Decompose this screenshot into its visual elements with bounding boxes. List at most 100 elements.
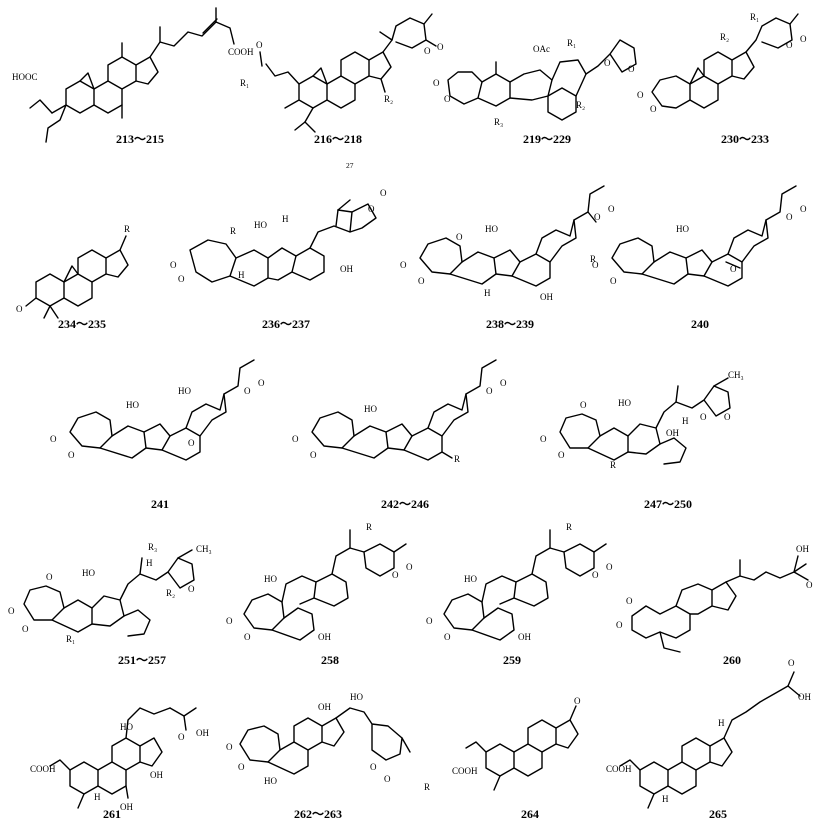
atom-label: OH [796, 544, 809, 554]
atom-label: HO [82, 568, 95, 578]
atom-label: O [238, 762, 245, 772]
atom-label: O [616, 620, 623, 630]
atom-label: R [610, 460, 616, 470]
compound-label: 251～257 [118, 653, 166, 667]
atom-label: O [604, 58, 611, 68]
compound-265: H OH O COOH H 265 [606, 658, 811, 821]
atom-label: O [580, 400, 587, 410]
atom-label: O [310, 450, 317, 460]
compound-label: 219～229 [523, 132, 571, 146]
atom-label: O [8, 606, 15, 616]
compound-label: 240 [691, 317, 709, 331]
atom-label: O [637, 90, 644, 100]
atom-label: R₂ [720, 32, 729, 42]
atom-label: HO [264, 574, 277, 584]
atom-label: O [433, 78, 440, 88]
compound-label: 238～239 [486, 317, 534, 331]
compound-251-257: HO O O O O R₁ R₂ R₃ H CH₃ 251～257 [8, 542, 212, 667]
atom-label: OH [798, 692, 811, 702]
atom-label: H [682, 416, 689, 426]
atom-label: O [392, 570, 399, 580]
compound-213-215: HOOC COOH 213～215 [12, 7, 254, 146]
compound-236-237: 27 R HO O O O O H H OH 236～237 [170, 161, 387, 331]
compound-234-235: R O 234～235 [16, 224, 130, 331]
atom-label: O [244, 386, 251, 396]
atom-label: O [592, 570, 599, 580]
atom-label: O [22, 624, 29, 634]
atom-label: O [444, 632, 451, 642]
atom-label: O [226, 616, 233, 626]
compound-label: 265 [709, 807, 727, 821]
atom-label: O [724, 412, 731, 422]
compound-261: HO OH O COOH H OH OH 261 [30, 707, 209, 821]
compound-label: 259 [503, 653, 521, 667]
compound-238-239: HO O O O O O H OH R 238～239 [400, 185, 615, 331]
atom-label: COOH [606, 764, 632, 774]
compound-262-263: OH HO O O HO O O R 262～263 [226, 692, 430, 821]
compound-242-246: HO O O O O R 242～246 [292, 359, 507, 511]
atom-label: H [238, 270, 245, 280]
atom-label: O [444, 94, 451, 104]
atom-number: 27 [346, 161, 354, 170]
atom-label: HO [120, 722, 133, 732]
atom-label: R₃ [148, 542, 157, 552]
atom-label: R [366, 522, 372, 532]
atom-label: HO [676, 224, 689, 234]
compound-label: 242～246 [381, 497, 429, 511]
atom-label: HO [178, 386, 191, 396]
atom-label: COOH [30, 764, 56, 774]
atom-label: R [454, 454, 460, 464]
atom-label: O [610, 276, 617, 286]
atom-label: R₂ [166, 588, 175, 598]
compound-label: 216～218 [314, 132, 362, 146]
atom-label: O [500, 378, 507, 388]
atom-label: O [594, 212, 601, 222]
compound-264: O COOH 264 [452, 696, 581, 821]
compound-219-229: OAc O O O O R₁ R₂ R₃ 219～229 [433, 38, 637, 146]
atom-label: O [558, 450, 565, 460]
atom-label: O [370, 762, 377, 772]
atom-label: OH [150, 770, 163, 780]
atom-label: HO [464, 574, 477, 584]
atom-label: O [628, 64, 635, 74]
atom-label: COOH [452, 766, 478, 776]
atom-label: H [282, 214, 289, 224]
atom-label: O [188, 584, 195, 594]
compound-260: O O OH O 260 [616, 544, 813, 667]
atom-label: O [700, 412, 707, 422]
atom-label: O [786, 40, 793, 50]
atom-label: R₁ [750, 12, 759, 22]
atom-label: R₃ [494, 117, 503, 127]
atom-label: O [244, 632, 251, 642]
atom-label: HO [264, 776, 277, 786]
atom-label: O [592, 260, 599, 270]
atom-label: OH [666, 428, 679, 438]
atom-label: O [46, 572, 53, 582]
atom-label: CH₃ [196, 544, 212, 554]
atom-label: H [484, 288, 491, 298]
atom-label: O [178, 732, 185, 742]
atom-label: HO [618, 398, 631, 408]
atom-label: OH [196, 728, 209, 738]
atom-label: H [146, 558, 153, 568]
atom-label: OH [540, 292, 553, 302]
compound-label: 262～263 [294, 807, 342, 821]
atom-label: HOOC [12, 72, 38, 82]
atom-label: R [124, 224, 130, 234]
atom-label: O [406, 562, 413, 572]
atom-label: R₁ [567, 38, 576, 48]
atom-label: O [50, 434, 57, 444]
atom-label: O [188, 438, 195, 448]
atom-label: HO [254, 220, 267, 230]
atom-label: O [258, 378, 265, 388]
atom-label: R₂ [384, 94, 393, 104]
compound-label: 241 [151, 497, 169, 511]
atom-label: O [574, 696, 581, 706]
atom-label: O [226, 742, 233, 752]
compound-240: HO O O O O O 240 [592, 185, 807, 331]
atom-label: O [68, 450, 75, 460]
atom-label: O [456, 232, 463, 242]
atom-label: O [418, 276, 425, 286]
atom-label: O [626, 596, 633, 606]
